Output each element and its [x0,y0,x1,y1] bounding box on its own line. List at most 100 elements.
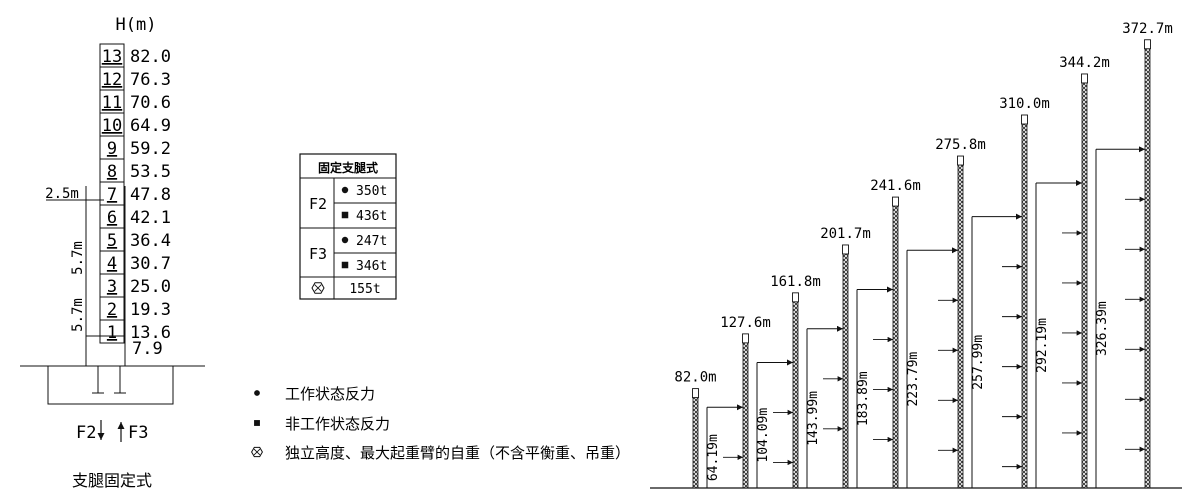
square-marker-icon [341,261,349,269]
legend-text: 非工作状态反力 [285,415,390,433]
tower-cap [692,388,699,399]
section-height: 19.3 [130,300,171,320]
tower-top-label: 310.0m [999,96,1050,112]
tower-top-label: 275.8m [935,137,986,153]
tower-mast [1021,115,1028,489]
table-row: 155t [311,282,381,297]
tower-tie-label: 292.19m [1035,318,1050,373]
tower-top-label: 161.8m [770,274,821,290]
tower: 127.6m 64.19m [706,315,771,489]
section-height: 25.0 [130,277,171,297]
section-row: 12 76.3 [99,66,171,91]
table-row: 346t [341,259,387,274]
dim-bottom-label: 5.7m [70,298,86,332]
section-number: 8 [107,162,117,182]
table-frame [299,153,397,300]
section-number: 5 [107,231,117,251]
height-header: H(m) [116,15,157,35]
tower-mast [742,334,749,489]
legend-item: 工作状态反力 [254,385,375,403]
tower-cap [792,292,799,303]
section-number: 3 [107,277,117,297]
section-box [99,319,125,344]
section-height: 59.2 [130,139,171,159]
table-row: 350t [341,184,387,199]
circle-marker-icon [341,236,349,244]
tower-top-label: 241.6m [870,178,921,194]
square-marker-icon [341,211,349,219]
tower-tie-label: 143.99m [806,391,821,446]
section-height: 70.6 [130,93,171,113]
tower-mast [692,389,699,489]
section-height: 42.1 [130,208,171,228]
foundation-block [47,365,174,405]
section-row: 10 64.9 [99,112,171,137]
tower-tie-label: 64.19m [706,434,721,481]
tower-mast [892,197,899,489]
section-height: 64.9 [130,116,171,136]
section-height: 47.8 [130,185,171,205]
section-height: 30.7 [130,254,171,274]
table-rows: 350t 436t 247t 346t 155t [311,184,387,297]
tower-cap [1081,73,1088,84]
tower-tie-label: 104.09m [756,408,771,463]
legend-text: 工作状态反力 [285,385,375,403]
tower-mast [957,156,964,489]
section-height: 76.3 [130,70,171,90]
tower-cap [1144,39,1151,50]
tower-cap [1021,114,1028,125]
tower: 82.0m [674,370,717,489]
tower-top-label: 344.2m [1059,55,1110,71]
column-caption: 支腿固定式 [72,471,152,490]
tower-mast [1081,74,1088,489]
section-row: 11 70.6 [99,89,171,114]
table-value: 350t [356,184,387,199]
table-value: 436t [356,209,387,224]
tower-top-label: 82.0m [674,370,716,386]
tower-mast [1144,40,1151,489]
section-height: 53.5 [130,162,171,182]
force-f3-label: F3 [128,423,148,443]
base-height-label: 7.9 [132,339,163,359]
section-number: 12 [102,70,122,90]
tower-mast [842,245,849,489]
section-height: 13.6 [130,323,171,343]
table-title: 固定支腿式 [318,160,378,175]
section-number: 9 [107,139,117,159]
tower-tie-label: 326.39m [1095,301,1110,356]
tower-cap [742,333,749,344]
tower: 310.0m 257.99m [971,96,1050,489]
circle-marker-icon [254,390,260,396]
section-number: 13 [102,47,122,67]
section-number: 7 [107,185,117,205]
tower: 344.2m 292.19m [1035,55,1110,489]
tower-top-label: 127.6m [720,315,771,331]
dim-top-label: 2.5m [45,186,79,202]
section-number: 11 [102,93,122,113]
section-number: 6 [107,208,117,228]
tower-tie-label: 257.99m [971,335,986,390]
table-value: 346t [356,259,387,274]
tower-progression: 82.0m 127.6m 64.19m 161.8m 104.09m 201.7m143.… [650,21,1182,489]
tower-cap [842,244,849,255]
table-value: 155t [349,282,380,297]
table-row: 247t [341,234,387,249]
legend-text: 独立高度、最大起重臂的自重（不含平衡重、吊重） [285,444,630,462]
section-number: 10 [102,116,122,136]
table-group-f2: F2 [309,195,327,213]
